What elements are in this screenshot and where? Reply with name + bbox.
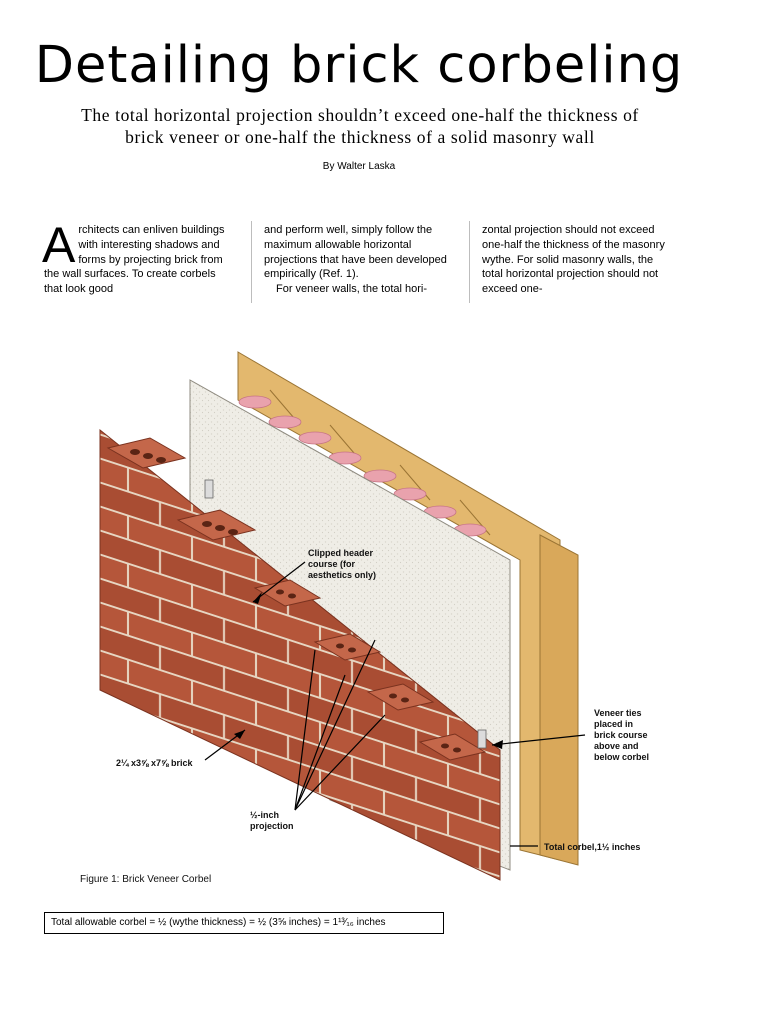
callout-total-corbel: Total corbel,1½ inches [544,842,641,852]
byline: By Walter Laska [322,161,396,172]
column-divider [251,221,252,303]
subtitle-line-1: The total horizontal projection shouldn’… [81,105,639,125]
article-title: Detailing brick corbeling [34,36,684,95]
callout-line: brick course [594,730,648,740]
callout-line: Veneer ties [594,708,642,718]
callout-line: above and [594,741,639,751]
brick-corbel-illustration: Clipped header course (for aesthetics on… [0,330,768,890]
callout-line: Clipped header [308,548,374,558]
callout-line: projection [250,821,294,831]
subtitle-line-2: brick veneer or one-half the thickness o… [125,127,595,147]
callout-brick-size: 2¼ x3⅝ x7⅝ brick [116,758,193,768]
paragraph: and perform well, simply follow the maxi… [264,224,447,281]
callout-line: below corbel [594,752,650,762]
callout-line: aesthetics only) [308,570,377,580]
callout-line: course (for [308,559,356,569]
callout-line: placed in [594,719,634,729]
column-divider [469,221,470,303]
drop-cap: A [42,217,76,273]
article-subtitle: The total horizontal projection shouldn’… [40,104,680,148]
text-column-3: zontal projection should not exceed one-… [482,223,674,297]
paragraph: For veneer walls, the total hori- [276,283,428,296]
callout-line: ½-inch [250,810,280,820]
paragraph: zontal projection should not exceed one-… [482,224,665,296]
text-column-2: and perform well, simply follow the maxi… [264,223,456,297]
formula-box: Total allowable corbel = ½ (wythe thickn… [44,912,444,934]
figure-caption: Figure 1: Brick Veneer Corbel [80,874,212,885]
callout-veneer-ties: Veneer ties placed in brick course above… [594,708,649,763]
callout-clipped-header: Clipped header course (for aesthetics on… [308,548,376,581]
callout-projection: ½-inch projection [250,810,294,832]
paragraph: rchitects can enliven buildings with int… [44,224,225,296]
